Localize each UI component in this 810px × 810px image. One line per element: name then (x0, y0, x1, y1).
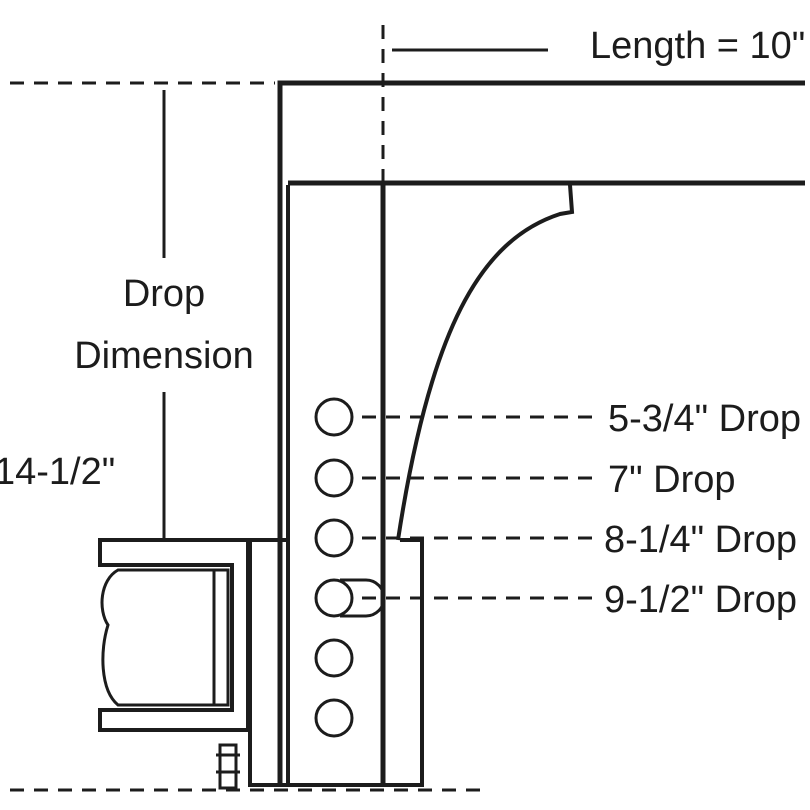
hole-2 (314, 458, 354, 498)
pin-clip (216, 743, 240, 790)
hole-6 (314, 698, 354, 738)
receiver-collar (214, 568, 230, 707)
receiver-inner (100, 568, 216, 707)
drop-label-line1: Drop (123, 273, 205, 315)
rise-label: 14-1/2" (0, 451, 115, 493)
hole-4 (314, 578, 354, 618)
drop-label-2: 7" Drop (608, 459, 736, 501)
hole-1 (314, 397, 354, 437)
hole-5 (314, 638, 354, 678)
drop-label-3: 8-1/4" Drop (604, 519, 797, 561)
gusset (396, 184, 575, 541)
hole-3 (314, 518, 354, 558)
drop-label-line2: Dimension (74, 335, 254, 377)
mount-plate (248, 538, 424, 787)
shank (277, 80, 805, 785)
length-label: Length = 10" (590, 25, 805, 67)
hitch-pin (340, 578, 386, 618)
drop-label-4: 9-1/2" Drop (604, 579, 797, 621)
drop-label-1: 5-3/4" Drop (608, 398, 801, 440)
receiver-bracket (98, 538, 250, 732)
